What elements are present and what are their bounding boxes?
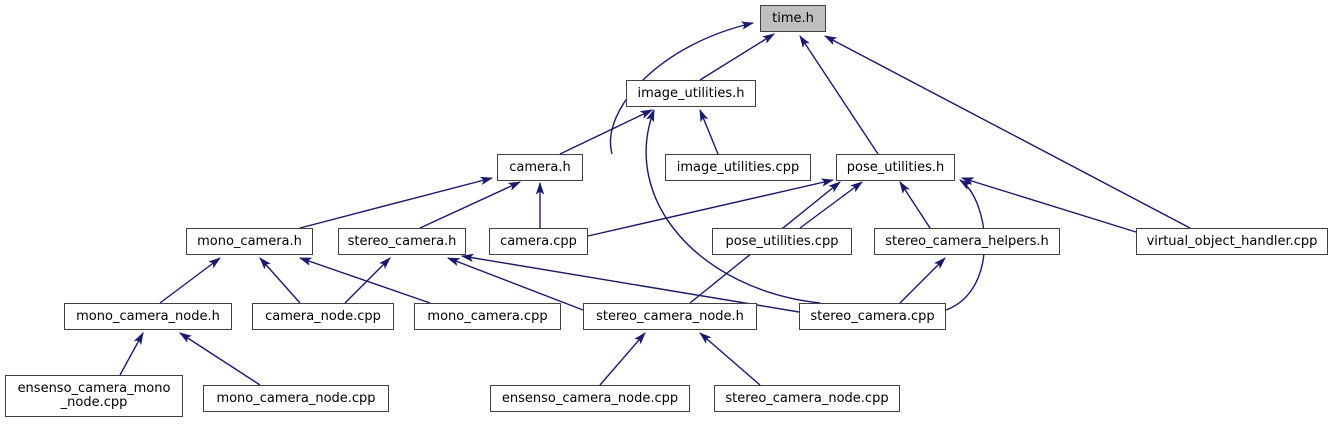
node-label-pose_utilities_cpp: pose_utilities.cpp xyxy=(725,233,839,249)
node-label-mono_camera_cpp: mono_camera.cpp xyxy=(427,308,548,324)
node-label-image_utilities_h: image_utilities.h xyxy=(637,85,745,101)
edge-image_utilities_cpp-to-image_utilities_h xyxy=(699,108,719,155)
node-camera_h[interactable]: camera.h xyxy=(497,154,583,181)
node-ensenso_camera_node_cpp[interactable]: ensenso_camera_node.cpp xyxy=(490,385,690,412)
edge-ensenso_camera_mono_node_cpp-to-mono_camera_node_h xyxy=(119,332,144,376)
node-time_h: time.h xyxy=(760,5,826,32)
node-stereo_camera_h[interactable]: stereo_camera.h xyxy=(338,228,466,255)
edge-stereo_camera_node_cpp-to-stereo_camera_node_h xyxy=(699,332,761,386)
node-virtual_object_handler_cpp[interactable]: virtual_object_handler.cpp xyxy=(1136,228,1328,255)
node-label-camera_node_cpp: camera_node.cpp xyxy=(265,308,381,324)
node-mono_camera_node_h[interactable]: mono_camera_node.h xyxy=(64,303,232,330)
edge-stereo_camera_h-to-camera_h xyxy=(419,181,522,229)
edges-group xyxy=(119,21,1191,386)
node-label-mono_camera_node_cpp: mono_camera_node.cpp xyxy=(216,390,376,406)
node-mono_camera_node_cpp[interactable]: mono_camera_node.cpp xyxy=(203,385,389,412)
edge-mono_camera_cpp-to-mono_camera_h xyxy=(298,257,431,304)
node-label-virtual_object_handler_cpp: virtual_object_handler.cpp xyxy=(1146,233,1318,249)
node-label-stereo_camera_h: stereo_camera.h xyxy=(347,233,457,249)
edge-stereo_camera_node_h-to-stereo_camera_h xyxy=(446,257,584,311)
node-mono_camera_h[interactable]: mono_camera.h xyxy=(186,228,313,255)
edge-mono_camera_node_cpp-to-mono_camera_node_h xyxy=(179,332,261,386)
node-label-stereo_camera_node_h: stereo_camera_node.h xyxy=(596,308,744,324)
node-camera_cpp[interactable]: camera.cpp xyxy=(489,228,588,255)
node-image_utilities_h[interactable]: image_utilities.h xyxy=(626,80,756,107)
node-label-stereo_camera_helpers_h: stereo_camera_helpers.h xyxy=(885,233,1049,249)
node-label-mono_camera_h: mono_camera.h xyxy=(197,233,302,249)
node-label-mono_camera_node_h: mono_camera_node.h xyxy=(76,308,220,324)
node-image_utilities_cpp[interactable]: image_utilities.cpp xyxy=(665,154,811,181)
node-label-image_utilities_cpp: image_utilities.cpp xyxy=(676,159,800,175)
node-label-camera_h: camera.h xyxy=(509,159,571,175)
edge-mono_camera_node_h-to-mono_camera_h xyxy=(159,257,221,304)
edge-camera_cpp-to-pose_utilities_h xyxy=(587,178,835,237)
node-pose_utilities_cpp[interactable]: pose_utilities.cpp xyxy=(712,228,852,255)
edge-pose_utilities_h-to-time_h xyxy=(799,35,879,155)
edge-camera_node_cpp-to-mono_camera_h xyxy=(259,257,301,304)
node-ensenso_camera_mono_node_cpp[interactable]: ensenso_camera_mono _node.cpp xyxy=(5,375,183,417)
edge-camera_h-to-image_utilities_h xyxy=(559,109,654,155)
node-stereo_camera_node_cpp[interactable]: stereo_camera_node.cpp xyxy=(714,385,900,412)
edge-stereo_camera_cpp-to-image_utilities_h xyxy=(645,108,821,304)
edge-camera_h-to-time_h xyxy=(609,21,755,155)
edge-stereo_camera_cpp-to-stereo_camera_helpers_h xyxy=(899,257,946,304)
edge-virtual_object_handler_cpp-to-pose_utilities_h xyxy=(960,177,1137,233)
node-label-ensenso_camera_mono_node_cpp: ensenso_camera_mono _node.cpp xyxy=(17,381,171,410)
edge-stereo_camera_cpp-to-stereo_camera_h xyxy=(460,253,800,313)
node-stereo_camera_cpp[interactable]: stereo_camera.cpp xyxy=(799,303,946,330)
edge-camera_node_cpp-to-stereo_camera_h xyxy=(344,257,391,304)
node-label-camera_cpp: camera.cpp xyxy=(500,233,577,249)
node-camera_node_cpp[interactable]: camera_node.cpp xyxy=(252,303,394,330)
edge-ensenso_camera_node_cpp-to-stereo_camera_node_h xyxy=(599,332,646,386)
node-label-time_h: time.h xyxy=(772,10,814,26)
node-pose_utilities_h[interactable]: pose_utilities.h xyxy=(836,154,955,181)
node-label-ensenso_camera_node_cpp: ensenso_camera_node.cpp xyxy=(501,390,679,406)
edge-image_utilities_h-to-time_h xyxy=(699,33,775,81)
edge-stereo_camera_helpers_h-to-pose_utilities_h xyxy=(899,181,931,229)
node-label-stereo_camera_node_cpp: stereo_camera_node.cpp xyxy=(725,390,889,406)
edge-pose_utilities_cpp-to-pose_utilities_h xyxy=(799,181,863,229)
node-stereo_camera_helpers_h[interactable]: stereo_camera_helpers.h xyxy=(874,228,1060,255)
edge-virtual_object_handler_cpp-to-time_h xyxy=(824,35,1191,229)
edge-mono_camera_h-to-camera_h xyxy=(299,176,494,229)
node-mono_camera_cpp[interactable]: mono_camera.cpp xyxy=(414,303,561,330)
node-label-pose_utilities_h: pose_utilities.h xyxy=(846,159,945,175)
node-label-stereo_camera_cpp: stereo_camera.cpp xyxy=(810,308,935,324)
node-stereo_camera_node_h[interactable]: stereo_camera_node.h xyxy=(583,303,757,330)
